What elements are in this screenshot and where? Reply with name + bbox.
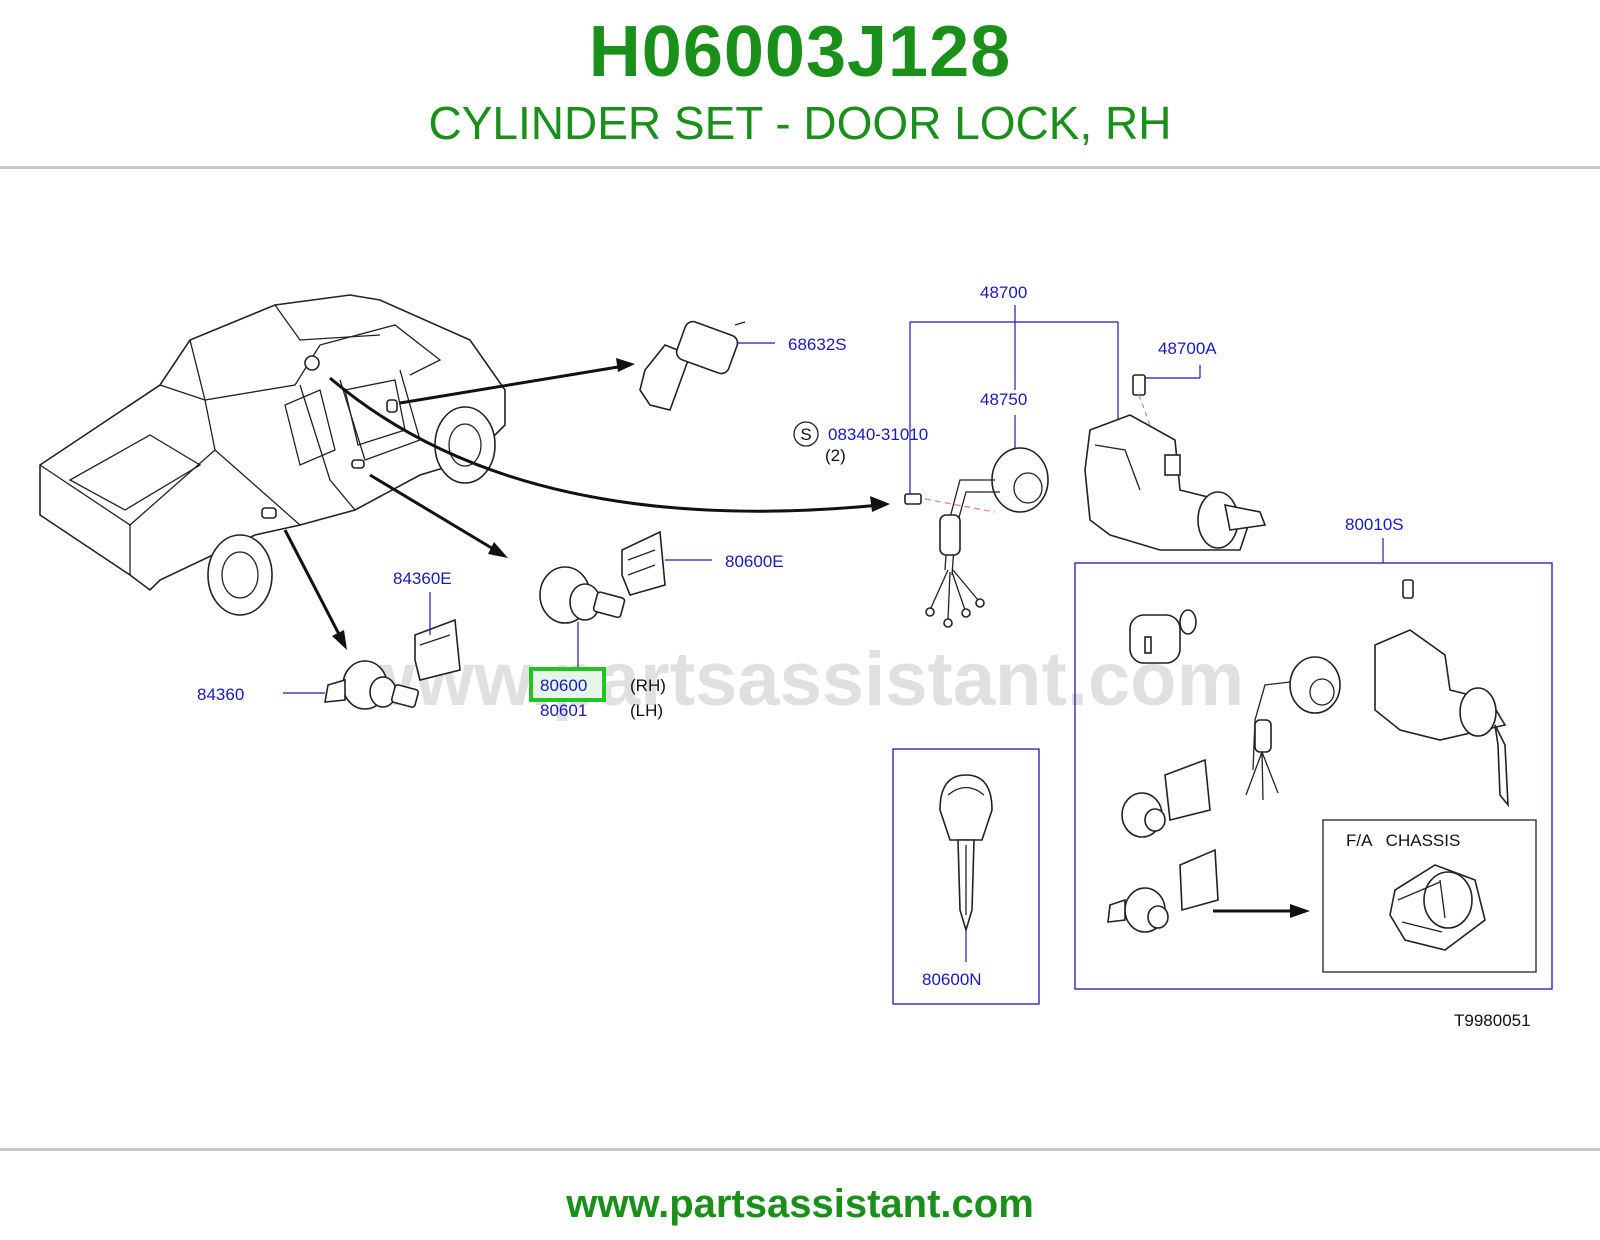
door-lock-cylinder-drawing bbox=[539, 530, 666, 624]
parts-diagram: www.partsassistant.com bbox=[39, 283, 1553, 1030]
figure-code: T9980051 bbox=[1454, 1011, 1531, 1030]
callout-68632S: 68632S bbox=[788, 335, 847, 354]
fa-chassis-arrowhead bbox=[1290, 904, 1310, 918]
callout-80600N: 80600N bbox=[922, 970, 982, 989]
part-number-title: H06003J128 bbox=[588, 12, 1012, 92]
s-symbol: S bbox=[800, 425, 811, 444]
callout-84360: 84360 bbox=[197, 685, 244, 704]
kit-contents-drawing bbox=[1107, 579, 1509, 933]
callout-48750: 48750 bbox=[980, 390, 1027, 409]
ignition-switch-drawing bbox=[904, 447, 1049, 628]
callout-84360E: 84360E bbox=[393, 569, 452, 588]
steering-lock-drawing bbox=[1084, 374, 1267, 551]
callout-80601: 80601 bbox=[540, 701, 587, 720]
fa-chassis-label: F/A CHASSIS bbox=[1346, 831, 1460, 850]
watermark: www.partsassistant.com bbox=[355, 637, 1244, 722]
callout-48700: 48700 bbox=[980, 283, 1027, 302]
callout-08340-31010: 08340-31010 bbox=[828, 425, 928, 444]
label-rh: (RH) bbox=[630, 676, 666, 695]
tailgate-lock-drawing bbox=[324, 618, 461, 710]
key-blank-drawing bbox=[939, 774, 993, 933]
glove-box-lock-drawing bbox=[639, 320, 746, 411]
location-arrows bbox=[283, 358, 890, 650]
callout-80010S: 80010S bbox=[1345, 515, 1404, 534]
label-lh: (LH) bbox=[630, 701, 663, 720]
footer-website-url[interactable]: www.partsassistant.com bbox=[566, 1182, 1034, 1226]
key-box bbox=[892, 748, 1040, 1005]
part-name-subtitle: CYLINDER SET - DOOR LOCK, RH bbox=[428, 97, 1172, 149]
header-divider bbox=[0, 166, 1600, 169]
quantity-2: (2) bbox=[825, 446, 846, 465]
s-symbol-circle bbox=[793, 421, 819, 447]
truck-illustration bbox=[39, 294, 506, 616]
kit-box-80010S bbox=[1074, 562, 1553, 990]
callout-80600: 80600 bbox=[540, 676, 587, 695]
footer-divider bbox=[0, 1148, 1600, 1151]
callout-48700A: 48700A bbox=[1158, 339, 1217, 358]
highlight-box-80600 bbox=[529, 667, 606, 702]
bracket-48700 bbox=[909, 305, 1201, 500]
fa-chassis-lock-drawing bbox=[1389, 864, 1486, 951]
callout-80600E: 80600E bbox=[725, 552, 784, 571]
